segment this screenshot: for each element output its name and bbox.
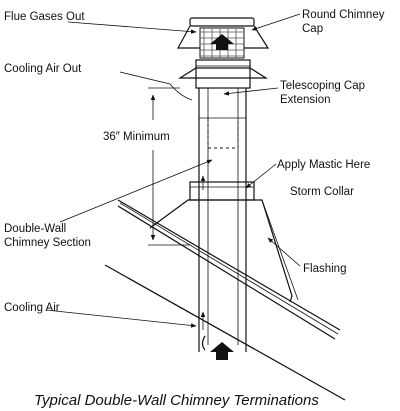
storm-collar xyxy=(189,181,255,201)
roof xyxy=(104,199,346,401)
flashing xyxy=(149,199,299,303)
label-round-chimney-cap-1: Round Chimney xyxy=(302,9,385,21)
telescoping-cap-extension xyxy=(195,59,251,89)
label-apply-mastic: Apply Mastic Here xyxy=(277,159,370,171)
label-telescoping-cap-1: Telescoping Cap xyxy=(280,80,365,92)
arrow-up-icon xyxy=(210,34,234,50)
label-double-wall-2: Chimney Section xyxy=(4,237,91,249)
label-cooling-air-out: Cooling Air Out xyxy=(4,63,82,75)
label-flue-gases-out: Flue Gases Out xyxy=(4,11,85,23)
label-telescoping-cap-2: Extension xyxy=(280,94,331,106)
minimum-dimension xyxy=(148,87,190,246)
label-cooling-air: Cooling Air xyxy=(4,302,60,314)
figure-caption: Typical Double-Wall Chimney Terminations xyxy=(34,392,319,409)
label-storm-collar: Storm Collar xyxy=(290,186,354,198)
label-minimum: 36″ Minimum xyxy=(103,131,170,143)
chimney-pipe xyxy=(198,88,247,352)
label-round-chimney-cap-2: Cap xyxy=(302,23,323,35)
label-flashing: Flashing xyxy=(303,263,346,275)
arrow-up-icon xyxy=(210,342,234,360)
label-double-wall-1: Double-Wall xyxy=(4,223,66,235)
